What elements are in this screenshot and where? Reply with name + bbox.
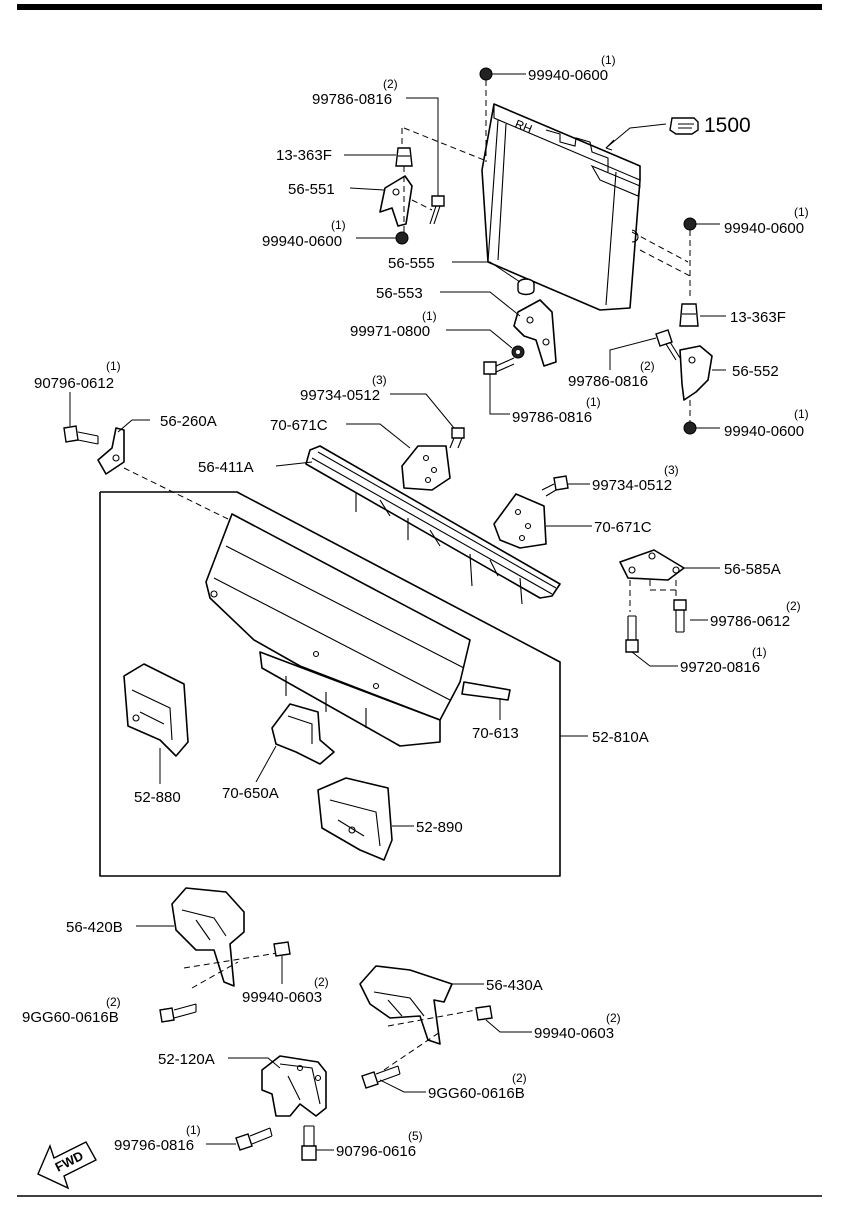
label-99786-0816-top: 99786-0816 (312, 91, 392, 108)
qty-99720-0816: (1) (752, 645, 767, 659)
qty-99786-0816-top: (2) (383, 77, 398, 91)
label-56-260A: 56-260A (160, 413, 217, 430)
mount-56-430A (359, 965, 477, 1071)
label-99796-0816: 99796-0816 (114, 1137, 194, 1154)
bolt-90796-0612 (63, 425, 99, 445)
label-56-552: 56-552 (732, 363, 779, 380)
bolt-99734-0512-upper (449, 427, 465, 449)
label-90796-0616: 90796-0616 (336, 1143, 416, 1160)
bolt-90796-0616 (301, 1125, 317, 1161)
label-9GG60-0616B-left: 9GG60-0616B (22, 1009, 119, 1026)
nut-99940-0600-top (479, 67, 526, 162)
label-1500: 1500 (704, 114, 751, 137)
label-99720-0816: 99720-0816 (680, 659, 760, 676)
label-56-411A: 56-411A (198, 459, 254, 476)
reference-1500-callout: 1500 (605, 114, 751, 151)
label-70-671C-lower: 70-671C (594, 519, 652, 536)
qty-99940-0603-right: (2) (606, 1011, 621, 1025)
qty-99940-0600-bottom: (1) (794, 407, 809, 421)
qty-90796-0612: (1) (106, 359, 121, 373)
label-13-363F-right: 13-363F (730, 309, 786, 326)
assembly-52-810A-frame (99, 491, 561, 877)
qty-99786-0816-right: (2) (640, 359, 655, 373)
label-56-551: 56-551 (288, 181, 335, 198)
label-99971-0800: 99971-0800 (350, 323, 430, 340)
label-99786-0816-mid: 99786-0816 (512, 409, 592, 426)
bolt-99796-0816 (235, 1127, 273, 1151)
label-52-880: 52-880 (134, 789, 181, 806)
mount-56-551 (379, 127, 485, 245)
bracket-52-120A (261, 1055, 327, 1117)
panel-52-810A (205, 513, 471, 747)
qty-99940-0603-left: (2) (314, 975, 329, 989)
bracket-56-553 (513, 299, 557, 367)
bush-56-555 (517, 278, 535, 296)
bracket-56-260A (97, 427, 231, 521)
nut-99940-0603-left (273, 941, 291, 957)
label-56-553: 56-553 (376, 285, 423, 302)
crossmember-56-411A (305, 445, 561, 605)
pointing-hand-icon (669, 117, 699, 135)
label-52-890: 52-890 (416, 819, 463, 836)
label-56-430A: 56-430A (486, 977, 543, 994)
qty-99971-0800: (1) (422, 309, 437, 323)
label-99940-0600-top: 99940-0600 (528, 67, 608, 84)
bolt-9GG60-0616B-left (159, 1003, 197, 1023)
label-99786-0816-right: 99786-0816 (568, 373, 648, 390)
top-rule (17, 4, 822, 10)
label-99940-0603-right: 99940-0603 (534, 1025, 614, 1042)
strip-70-613 (461, 681, 511, 701)
qty-99940-0600-left: (1) (331, 218, 346, 232)
label-99940-0600-bottom: 99940-0600 (724, 423, 804, 440)
qty-9GG60-0616B-right: (2) (512, 1071, 527, 1085)
qty-90796-0616: (5) (408, 1129, 423, 1143)
radiator-tag: RH (513, 117, 534, 136)
washer-99971-0800 (511, 345, 525, 359)
label-13-363F-left: 13-363F (276, 147, 332, 164)
label-99786-0612: 99786-0612 (710, 613, 790, 630)
qty-99940-0600-right: (1) (794, 205, 809, 219)
bracket-70-650A (271, 703, 335, 765)
label-9GG60-0616B-right: 9GG60-0616B (428, 1085, 525, 1102)
label-56-555: 56-555 (388, 255, 435, 272)
label-52-120A: 52-120A (158, 1051, 215, 1068)
bolt-9GG60-0616B-right (361, 1065, 401, 1089)
bracket-70-671C-lower (493, 493, 547, 549)
bracket-52-890 (317, 777, 393, 861)
mount-56-420B (171, 887, 285, 989)
nut-99940-0603-right (475, 1005, 493, 1021)
mount-56-552 (655, 303, 713, 435)
bracket-52-880 (123, 663, 189, 757)
qty-99734-0512-lower: (3) (664, 463, 679, 477)
label-90796-0612: 90796-0612 (34, 375, 114, 392)
qty-99940-0600-top: (1) (601, 53, 616, 67)
bracket-70-671C-upper (401, 445, 451, 491)
bracket-56-585A (619, 549, 687, 653)
qty-99786-0612: (2) (786, 599, 801, 613)
label-52-810A: 52-810A (592, 729, 649, 746)
fwd-arrow-icon: FWD (37, 1141, 97, 1190)
label-70-650A: 70-650A (222, 785, 279, 802)
label-56-420B: 56-420B (66, 919, 123, 936)
qty-9GG60-0616B-left: (2) (106, 995, 121, 1009)
qty-99796-0816: (1) (186, 1123, 201, 1137)
qty-99786-0816-mid: (1) (586, 395, 601, 409)
label-70-671C-upper: 70-671C (270, 417, 328, 434)
label-99940-0600-left: 99940-0600 (262, 233, 342, 250)
label-99734-0512-upper: 99734-0512 (300, 387, 380, 404)
label-99940-0603-left: 99940-0603 (242, 989, 322, 1006)
nut-99940-0600-right (631, 217, 720, 300)
label-99734-0512-lower: 99734-0512 (592, 477, 672, 494)
radiator-assembly: RH (481, 103, 641, 311)
bolt-99786-0816-mid (483, 357, 515, 375)
label-56-585A: 56-585A (724, 561, 781, 578)
qty-99734-0512-upper: (3) (372, 373, 387, 387)
label-70-613: 70-613 (472, 725, 519, 742)
label-99940-0600-right: 99940-0600 (724, 220, 804, 237)
bolt-99734-0512-lower (541, 475, 569, 497)
